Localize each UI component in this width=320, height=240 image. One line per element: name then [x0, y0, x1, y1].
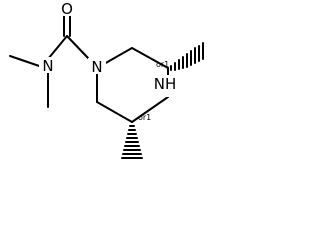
ring-bond-n4-c5	[131, 96, 169, 123]
amide-nitrogen-label-background	[39, 57, 57, 73]
carbonyl-oxygen-label: O	[61, 0, 73, 18]
carbonyl-to-amide-nitrogen-bond	[47, 35, 68, 60]
ring-bond-c2-c3	[131, 47, 169, 69]
chemical-structure-diagram: O N N N H or1 or1	[9, 0, 204, 159]
oxygen-label-background	[58, 0, 76, 16]
ring-nitrogen-4-label: N	[154, 75, 165, 93]
ring-nitrogen-1-label-background	[88, 58, 106, 74]
ring-nitrogen-4-label-background	[151, 75, 179, 97]
lower-stereocenter-label: or1	[138, 113, 151, 122]
ring-nitrogen-4-hydrogen-label: H	[165, 75, 176, 93]
ring-bond-c5-c6	[96, 101, 133, 123]
amide-nitrogen-label: N	[42, 57, 53, 75]
hashed-methyl-bond-upper	[170, 42, 204, 71]
hashed-methyl-bond-lower	[121, 125, 143, 159]
ring-nitrogen-1-label: N	[91, 58, 102, 76]
carbonyl-to-ring-nitrogen-bond	[66, 35, 89, 59]
upper-stereocenter-label: or1	[156, 60, 169, 69]
